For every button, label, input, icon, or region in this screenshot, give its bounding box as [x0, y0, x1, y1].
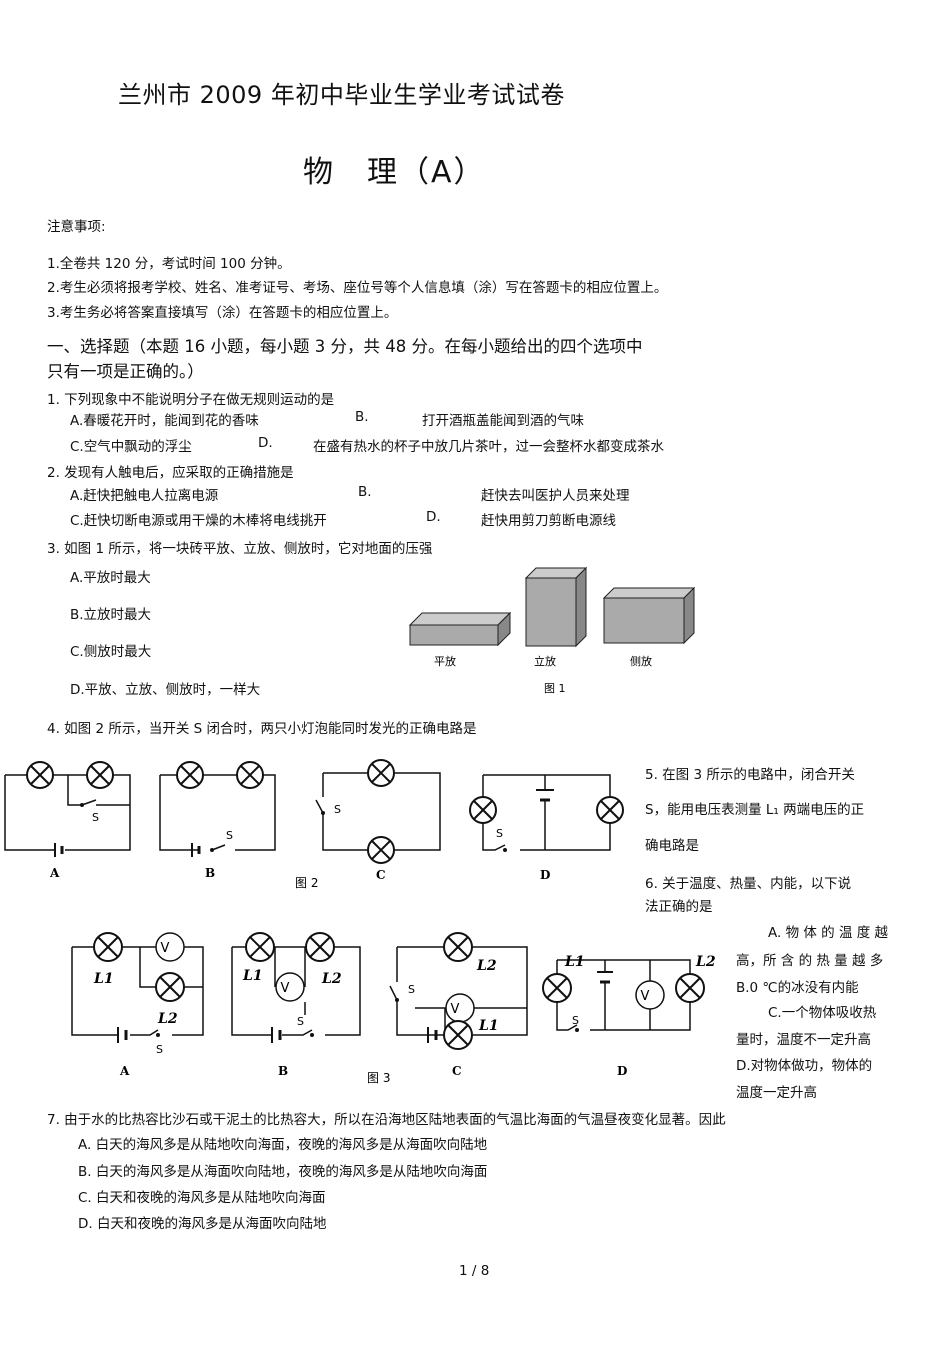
- brick-side: [602, 586, 696, 645]
- fig1-label-upright: 立放: [534, 654, 556, 668]
- q7-option-d: D. 白天和夜晚的海风多是从海面吹向陆地: [78, 1216, 327, 1232]
- q3-option-b: B.立放时最大: [70, 607, 152, 623]
- q6-option-b: B.0 ℃的冰没有内能: [736, 980, 859, 996]
- fig2-option-d: D: [540, 868, 550, 882]
- q6-option-d-line1: D.对物体做功，物体的: [736, 1058, 873, 1074]
- q2-option-b: 赶快去叫医护人员来处理: [481, 488, 630, 504]
- fig3-l1-a: L1: [93, 971, 114, 987]
- figure-2-circuits: S A S B S C S D 图 2: [4, 759, 624, 890]
- q6-option-a-line1: A. 物 体 的 温 度 越: [768, 925, 889, 941]
- q1-option-d: 在盛有热水的杯子中放几片茶叶，过一会整杯水都变成茶水: [313, 439, 664, 455]
- q2-option-a: A.赶快把触电人拉离电源: [70, 488, 219, 504]
- fig3-l2-d: L2: [695, 954, 716, 970]
- fig2-switch-label-d: S: [496, 827, 503, 840]
- q7-option-a: A. 白天的海风多是从陆地吹向海面，夜晚的海风多是从海面吹向陆地: [78, 1137, 488, 1153]
- q3-option-a: A.平放时最大: [70, 570, 151, 586]
- q6-option-c-line1: C.一个物体吸收热: [768, 1005, 877, 1021]
- fig2-option-c: C: [376, 868, 386, 882]
- section-heading-line2: 只有一项是正确的。）: [47, 362, 204, 381]
- fig3-option-a: A: [119, 1064, 130, 1078]
- fig3-circuit-a: V L1 L2 S A: [71, 932, 204, 1078]
- fig1-label-side: 侧放: [630, 654, 652, 668]
- notice-item-1: 1.全卷共 120 分，考试时间 100 分钟。: [47, 256, 291, 272]
- q3-option-c: C.侧放时最大: [70, 644, 152, 660]
- q7-stem: 7. 由于水的比热容比沙石或干泥土的比热容大，所以在沿海地区陆地表面的气温比海面…: [47, 1112, 726, 1128]
- fig2-circuit-a: S A: [4, 761, 131, 880]
- q2-option-c: C.赶快切断电源或用干燥的木棒将电线挑开: [70, 513, 327, 529]
- fig3-option-b: B: [278, 1064, 288, 1078]
- fig3-switch-label-d: S: [572, 1014, 579, 1027]
- q5-line1: 5. 在图 3 所示的电路中，闭合开关: [645, 767, 855, 783]
- fig3-circuit-b: V L1 L2 S B: [231, 932, 361, 1078]
- fig1-label-flat: 平放: [434, 654, 456, 668]
- q1-option-b: 打开酒瓶盖能闻到酒的气味: [422, 413, 584, 429]
- fig3-switch-label-a: S: [156, 1043, 163, 1056]
- fig3-voltmeter-b: V: [281, 981, 290, 996]
- fig3-l2-a: L2: [157, 1011, 178, 1027]
- q1-stem: 1. 下列现象中不能说明分子在做无规则运动的是: [47, 392, 335, 408]
- fig3-circuit-d: V L1 L2 S D: [542, 954, 716, 1078]
- page-number: 1 / 8: [459, 1263, 490, 1279]
- fig2-caption: 图 2: [295, 876, 318, 890]
- q2-option-b-label: B.: [358, 484, 372, 500]
- fig1-caption: 图 1: [544, 682, 566, 695]
- fig3-voltmeter-d: V: [641, 989, 650, 1004]
- q1-option-b-label: B.: [355, 409, 369, 425]
- notice-item-3: 3.考生务必将答案直接填写（涂）在答题卡的相应位置上。: [47, 305, 398, 321]
- fig2-circuit-d: S D: [469, 774, 624, 882]
- q6-line2: 法正确的是: [645, 899, 713, 915]
- q3-option-d: D.平放、立放、侧放时，一样大: [70, 682, 261, 698]
- notice-heading: 注意事项:: [47, 219, 106, 235]
- q1-option-d-label: D.: [258, 435, 273, 451]
- q5-line2: S，能用电压表测量 L₁ 两端电压的正: [645, 802, 865, 818]
- fig2-circuit-c: S C: [315, 759, 441, 882]
- fig3-caption: 图 3: [367, 1071, 390, 1085]
- q2-option-d-label: D.: [426, 509, 441, 525]
- q1-option-a: A.春暖花开时，能闻到花的香味: [70, 413, 259, 429]
- brick-upright: [524, 566, 588, 648]
- fig3-option-d: D: [617, 1064, 627, 1078]
- q6-option-d-line2: 温度一定升高: [736, 1085, 817, 1101]
- fig3-switch-label-b: S: [297, 1015, 304, 1028]
- fig3-voltmeter-c: V: [451, 1002, 460, 1017]
- q2-stem: 2. 发现有人触电后，应采取的正确措施是: [47, 465, 294, 481]
- fig2-switch-label-b: S: [226, 829, 233, 842]
- fig2-option-b: B: [205, 866, 215, 880]
- q5-line3: 确电路是: [645, 838, 699, 854]
- fig2-circuit-b: S B: [159, 761, 276, 880]
- fig3-voltmeter-a: V: [161, 941, 170, 956]
- q3-stem: 3. 如图 1 所示，将一块砖平放、立放、侧放时，它对地面的压强: [47, 541, 433, 557]
- q7-option-c: C. 白天和夜晚的海风多是从陆地吹向海面: [78, 1190, 326, 1206]
- fig2-switch-label-c: S: [334, 803, 341, 816]
- figure-1-bricks: 平放 立放 侧放 图 1: [408, 566, 696, 695]
- fig3-switch-label-c: S: [408, 983, 415, 996]
- q6-option-a-line2: 高，所 含 的 热 量 越 多: [736, 953, 884, 969]
- q4-stem: 4. 如图 2 所示，当开关 S 闭合时，两只小灯泡能同时发光的正确电路是: [47, 721, 477, 737]
- fig2-switch-label-a: S: [92, 811, 99, 824]
- fig3-circuit-c: V L2 L1 S C: [389, 932, 528, 1078]
- section-heading-line1: 一、选择题（本题 16 小题，每小题 3 分，共 48 分。在每小题给出的四个选…: [47, 337, 643, 356]
- q6-option-c-line2: 量时，温度不一定升高: [736, 1032, 871, 1048]
- fig3-option-c: C: [452, 1064, 462, 1078]
- subject-title: 物 理（A）: [303, 155, 486, 190]
- fig3-l1-b: L1: [242, 968, 263, 984]
- q2-option-d: 赶快用剪刀剪断电源线: [481, 513, 616, 529]
- exam-title: 兰州市 2009 年初中毕业生学业考试试卷: [118, 81, 565, 109]
- brick-flat: [408, 611, 512, 647]
- q6-line1: 6. 关于温度、热量、内能，以下说: [645, 876, 852, 892]
- notice-item-2: 2.考生必须将报考学校、姓名、准考证号、考场、座位号等个人信息填（涂）写在答题卡…: [47, 280, 668, 296]
- figure-3-circuits: V L1 L2 S A V L1 L2 S B V L2 L1 S C: [71, 932, 716, 1085]
- fig3-l2-b: L2: [321, 971, 342, 987]
- q1-option-c: C.空气中飘动的浮尘: [70, 439, 192, 455]
- q7-option-b: B. 白天的海风多是从海面吹向陆地，夜晚的海风多是从陆地吹向海面: [78, 1164, 488, 1180]
- fig3-l1-d: L1: [564, 954, 585, 970]
- fig3-l1-c: L1: [478, 1018, 499, 1034]
- fig2-option-a: A: [49, 866, 60, 880]
- fig3-l2-c: L2: [476, 958, 497, 974]
